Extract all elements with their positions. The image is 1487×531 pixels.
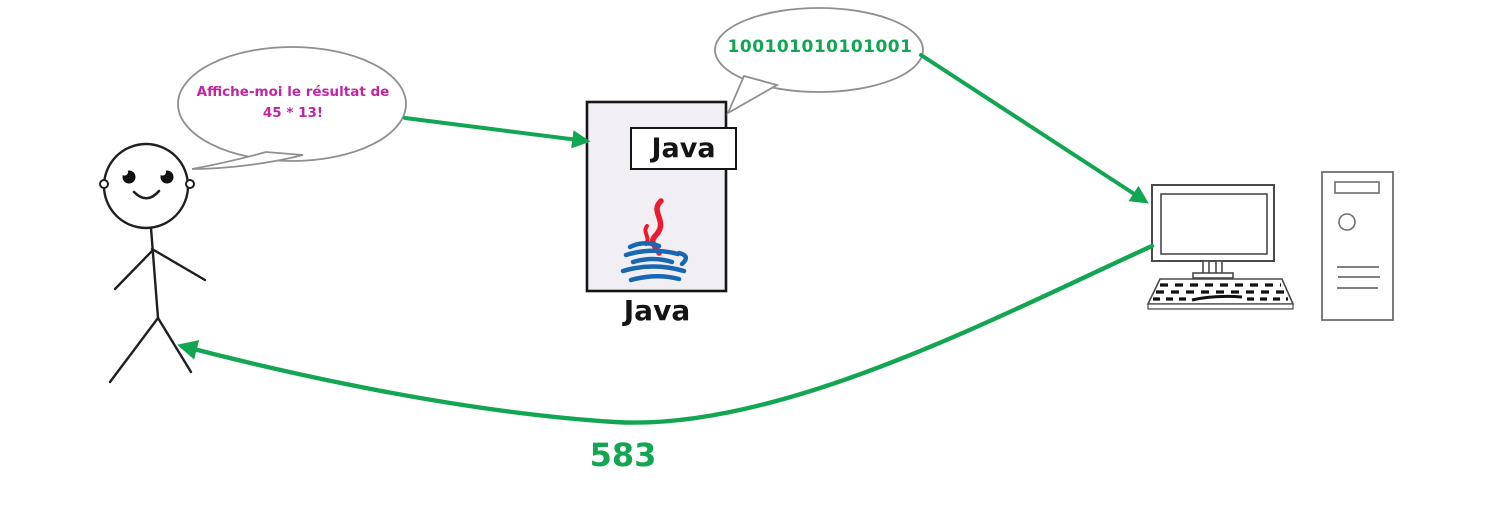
java-coffee-cup-icon xyxy=(620,198,689,283)
binary-text: 100101010101001 xyxy=(727,37,913,57)
stick-figure-icon xyxy=(99,142,207,384)
face-eyes xyxy=(120,168,174,184)
user-bubble-line1: Affiche-moi le résultat de xyxy=(196,84,390,100)
user-bubble-text: Affiche-moi le résultat de 45 * 13! xyxy=(182,82,404,124)
computer-tower-icon xyxy=(1321,171,1394,321)
binary-speech-bubble xyxy=(714,7,924,116)
result-return-arrow xyxy=(177,243,1155,425)
java-caption: Java xyxy=(623,294,691,327)
user-bubble-line2: 45 * 13! xyxy=(262,104,324,121)
keyboard-icon xyxy=(1146,278,1295,310)
result-label: 583 xyxy=(589,436,657,474)
binary-output-arrow xyxy=(919,53,1149,204)
desktop-monitor-icon xyxy=(1151,184,1275,279)
user-speech-bubble xyxy=(177,46,407,170)
request-arrow xyxy=(403,116,591,149)
java-label-box: Java xyxy=(630,127,737,170)
